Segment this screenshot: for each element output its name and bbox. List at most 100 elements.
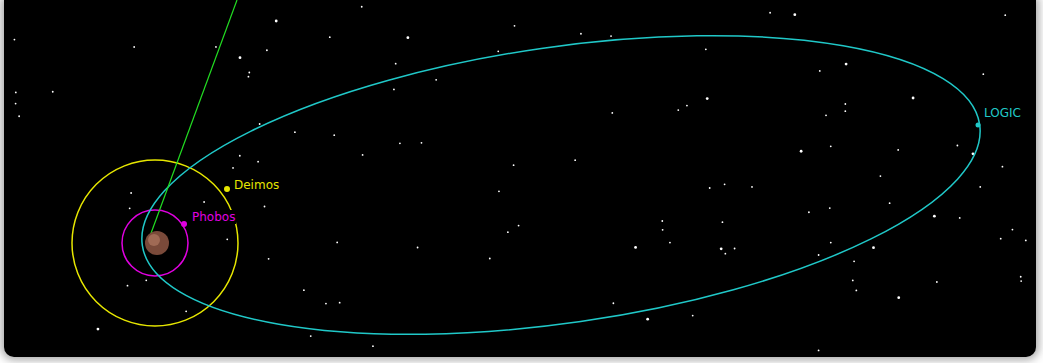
mars-planet [145, 231, 169, 255]
star [133, 46, 135, 48]
star [662, 229, 664, 231]
star [264, 206, 266, 208]
star [722, 221, 724, 223]
star [692, 315, 694, 317]
star [14, 39, 16, 41]
star [580, 33, 582, 35]
star [417, 247, 419, 249]
star [268, 258, 270, 260]
star [1000, 238, 1002, 240]
star [339, 302, 341, 304]
star [518, 225, 520, 227]
star [329, 36, 331, 38]
star [203, 201, 205, 203]
star-field [14, 6, 1027, 351]
star [489, 258, 491, 260]
star [336, 242, 338, 244]
star [646, 318, 649, 321]
star [880, 175, 882, 177]
star [393, 89, 395, 91]
star [818, 350, 820, 352]
star [1012, 229, 1014, 231]
star [15, 92, 17, 94]
star [215, 46, 217, 48]
star [769, 12, 771, 14]
star [127, 285, 129, 287]
star [130, 192, 132, 194]
star [830, 145, 832, 147]
star [830, 242, 832, 244]
star [97, 328, 100, 331]
star [399, 142, 401, 144]
star [497, 50, 499, 52]
star [897, 296, 900, 299]
star [185, 310, 187, 312]
star [872, 246, 875, 249]
star [1004, 14, 1006, 16]
star [239, 155, 241, 157]
star [372, 345, 374, 347]
star [611, 112, 613, 114]
star [979, 186, 981, 188]
star [709, 187, 711, 189]
star [912, 97, 915, 100]
star [129, 207, 131, 209]
star [720, 247, 723, 250]
star [818, 254, 820, 256]
star [18, 115, 20, 117]
star [705, 48, 707, 50]
star [361, 6, 363, 8]
star [1020, 280, 1022, 282]
star [259, 123, 261, 125]
star [844, 110, 846, 112]
star [310, 335, 312, 337]
star [897, 149, 899, 151]
star [52, 91, 54, 93]
star [612, 302, 614, 304]
star [808, 211, 810, 213]
star [686, 105, 688, 107]
star [800, 150, 803, 153]
star [239, 56, 242, 59]
star [677, 109, 679, 111]
star [706, 97, 709, 100]
star [226, 238, 228, 240]
star [933, 215, 936, 218]
star [257, 161, 259, 163]
star [145, 279, 147, 281]
star [507, 231, 509, 233]
star [957, 145, 959, 147]
star [751, 186, 753, 188]
star [266, 49, 268, 51]
moon-label: Deimos [233, 178, 280, 192]
logic-orbit [123, 0, 1000, 357]
star [395, 63, 397, 65]
star [982, 73, 984, 75]
star [333, 134, 335, 136]
moon-label: Phobos [191, 210, 236, 224]
star [294, 131, 296, 133]
phobos-orbit [122, 210, 188, 276]
star [793, 13, 796, 16]
phobos-dot [181, 221, 187, 227]
mars-highlight [148, 234, 160, 246]
deimos-orbit [72, 160, 238, 326]
star [855, 290, 857, 292]
star [362, 154, 364, 156]
star [248, 76, 250, 78]
spacecraft-label: LOGIC [983, 106, 1022, 120]
star [303, 289, 305, 291]
star [853, 260, 855, 262]
orbit-illustration [4, 0, 1036, 357]
deimos-dot [224, 186, 230, 192]
star [1020, 276, 1022, 278]
star [889, 202, 891, 204]
logic-dot [976, 123, 981, 128]
star [829, 207, 831, 209]
star [421, 142, 423, 144]
star [513, 164, 515, 166]
star [825, 114, 827, 116]
star [15, 103, 17, 105]
star [669, 242, 671, 244]
star [819, 70, 821, 72]
